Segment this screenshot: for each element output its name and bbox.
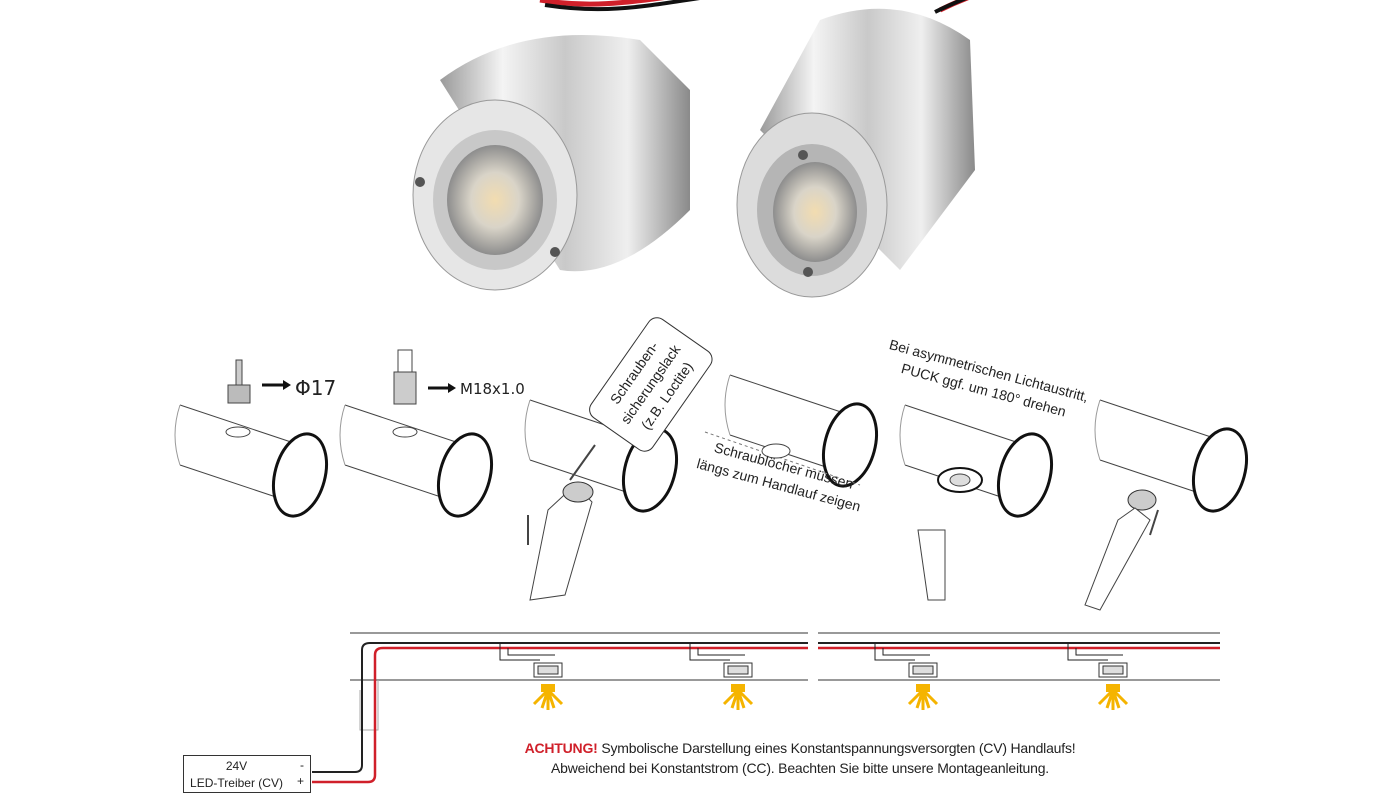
step-screw-holes: Schraublöcher müssen längs zum Handlauf … bbox=[695, 373, 887, 514]
step-drill: Φ17 bbox=[173, 359, 337, 524]
step-thread: M18x1.0 bbox=[338, 349, 525, 524]
thread-size-label: M18x1.0 bbox=[460, 380, 525, 398]
driver-minus-terminal: - bbox=[300, 758, 304, 772]
puck-3 bbox=[874, 643, 939, 712]
step-rotate: Bei asymmetrischen Lichtaustritt, PUCK g… bbox=[888, 336, 1090, 601]
note-line-1: Symbolische Darstellung eines Konstantsp… bbox=[601, 740, 1076, 756]
led-driver-box: 24V LED-Treiber (CV) - + bbox=[183, 755, 311, 793]
handrail-wiring bbox=[312, 632, 1220, 784]
step-insert bbox=[1084, 398, 1257, 611]
puck-2 bbox=[689, 643, 754, 712]
note-line-2: Abweichend bei Konstantstrom (CC). Beach… bbox=[550, 760, 1050, 776]
warning-label: ACHTUNG! bbox=[524, 740, 598, 756]
product-photo-2 bbox=[736, 0, 975, 298]
product-photo-1 bbox=[412, 0, 700, 291]
driver-plus-terminal: + bbox=[296, 774, 304, 788]
driver-voltage: 24V bbox=[225, 759, 248, 773]
puck-4 bbox=[1067, 643, 1129, 712]
wiring-note: ACHTUNG! Symbolische Darstellung eines K… bbox=[440, 738, 1160, 778]
driver-label: LED-Treiber (CV) bbox=[190, 776, 283, 790]
drill-diameter-label: Φ17 bbox=[295, 376, 336, 400]
puck-1 bbox=[499, 643, 564, 712]
step-glue: Schrauben- sicherungslack (z.B. Loctite) bbox=[523, 317, 713, 601]
